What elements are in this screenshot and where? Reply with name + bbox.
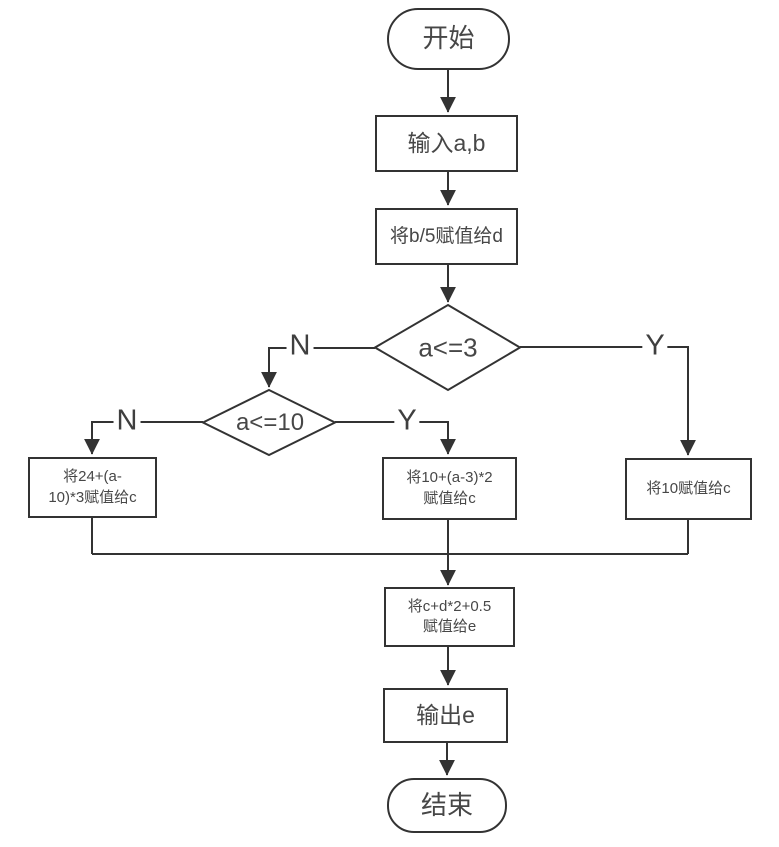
node-assign-c-mid: 将10+(a-3)*2 赋值给c <box>382 457 517 520</box>
branch-label-a3-yes: Y <box>642 329 668 363</box>
branch-label-a10-no: N <box>113 404 141 438</box>
decision-a3-shape <box>373 303 522 392</box>
edge-decision-a10-yes <box>335 421 456 455</box>
branch-label-a10-yes: Y <box>394 404 420 438</box>
node-input-ab: 输入a,b <box>375 115 518 172</box>
text-line: 将c+d*2+0.5 <box>407 597 492 615</box>
text-line: 将10+(a-3)*2 <box>406 469 493 487</box>
node-end: 结束 <box>387 778 507 833</box>
decision-a10-shape <box>200 388 338 457</box>
decision-a3-label: a<=3 <box>418 332 478 363</box>
node-assign-c-gt10: 将24+(a- 10)*3赋值给c <box>28 457 157 518</box>
node-assign-c-le3: 将10赋值给c <box>625 458 752 520</box>
node-assign-e: 将c+d*2+0.5 赋值给e <box>384 587 515 647</box>
decision-a10-label: a<=10 <box>235 409 305 436</box>
text-line: 赋值给e <box>422 618 477 635</box>
edge-decision-a3-no <box>261 347 375 388</box>
edge-decision-a3-yes <box>520 346 696 456</box>
node-assign-e-text: 将c+d*2+0.5 赋值给e <box>408 597 491 638</box>
node-output-e: 输出e <box>383 688 508 743</box>
node-start: 开始 <box>387 8 510 70</box>
node-assign-c-gt10-text: 将24+(a- 10)*3赋值给c <box>48 467 136 508</box>
text-line: 10)*3赋值给c <box>48 488 137 506</box>
branch-label-a3-no: N <box>286 329 314 363</box>
node-assign-c-mid-text: 将10+(a-3)*2 赋值给c <box>406 468 492 509</box>
edge-decision-a10-no <box>84 421 203 455</box>
text-line: 将24+(a- <box>63 468 122 486</box>
text-line: 赋值给c <box>423 489 476 507</box>
node-assign-d: 将b/5赋值给d <box>375 208 518 265</box>
